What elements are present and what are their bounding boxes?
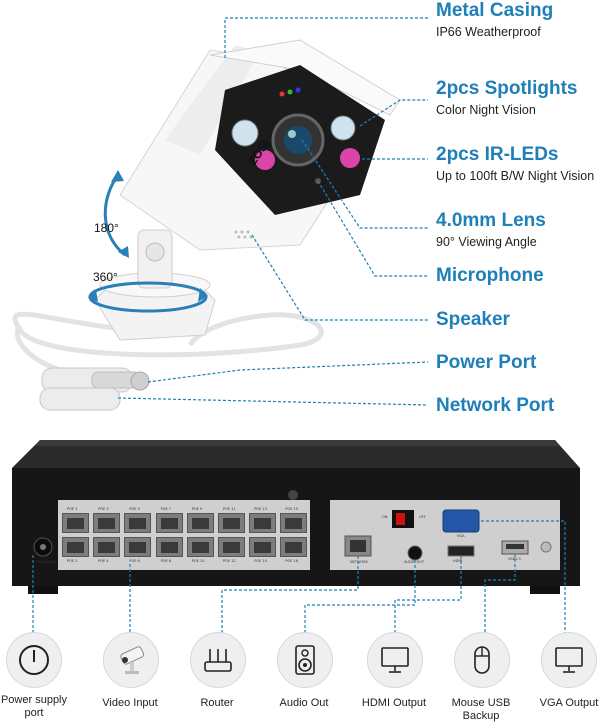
icon-circle-camera [103,632,159,688]
poe-port [93,537,121,557]
speaker-icon [295,645,315,675]
tilt-angle-label: 180° [94,221,119,235]
poe-port-label: POE 1 [67,507,78,511]
poe-port [218,537,245,557]
camera-illustration [12,17,429,411]
connection-label-audio: Audio Out [279,697,329,709]
power-icon [19,645,49,675]
router-icon [204,649,232,672]
poe-port-label: POE 7 [160,507,172,511]
poe-port [155,537,183,557]
poe-port-label: POE 16 [285,559,299,563]
poe-port [124,513,152,533]
poe-port-label: POE 13 [254,507,267,511]
poe-port-grid: POE 1 POE 3 POE 5 POE 7 POE 9 POE 11 POE 13 POE… [62,507,308,565]
feature-sub-lens: 90° Viewing Angle [436,235,537,249]
camera-body [119,39,401,251]
poe-port-label: POE 5 [129,507,140,511]
poe-port [186,537,214,557]
icon-circle-power [6,632,62,688]
connection-lines [32,520,566,635]
camera-mount [94,229,216,341]
icon-circle-mouse [454,632,510,688]
monitor-icon [381,647,409,673]
connection-label-video: Video Input [102,697,158,709]
poe-port [249,537,277,557]
poe-port [218,513,245,533]
connection-label-mouse: Mouse USB Backup [451,697,511,722]
pan-angle-label: 360° [93,270,118,284]
vga-port-label: VGA [457,534,465,538]
poe-port [155,513,183,533]
icon-circle-hdmi [367,632,423,688]
switch-off-label: OFF [419,515,426,519]
poe-port [93,513,121,533]
poe-port [124,537,152,557]
feature-sub-spotlights: Color Night Vision [436,103,536,117]
poe-port [280,537,308,557]
feature-title-speaker: Speaker [436,309,510,330]
feature-sub-metal-casing: IP66 Weatherproof [436,25,541,39]
poe-port [186,513,214,533]
poe-port-label: POE 8 [160,559,172,563]
audio-port-label: AUDIO OUT [404,560,425,564]
network-port-label: NETWORK [350,560,368,564]
connection-label-router: Router [200,697,234,709]
poe-port-label: POE 3 [98,507,109,511]
feature-title-microphone: Microphone [436,265,544,286]
connection-label-power: Power supply port [0,694,68,719]
hdmi-port-label: HDMI [453,559,463,563]
poe-port-label: POE 4 [98,559,109,563]
poe-port-label: POE 15 [285,507,299,511]
feature-sub-ir-leds: Up to 100ft B/W Night Vision [436,169,595,183]
poe-port-label: POE 9 [191,507,203,511]
icon-circle-audio [277,632,333,688]
icon-circle-router [190,632,246,688]
camera-icon [120,646,145,674]
feature-title-lens: 4.0mm Lens [436,210,546,231]
usb-port-label: USB2.0 [508,557,521,561]
feature-title-power-port: Power Port [436,352,537,373]
connection-label-hdmi: HDMI Output [361,697,427,709]
monitor-icon [555,647,583,673]
poe-port [62,537,89,557]
mouse-icon [474,646,490,674]
feature-title-ir-leds: 2pcs IR-LEDs [436,144,559,165]
connector-cable [39,367,150,411]
poe-port-label: POE 12 [223,559,236,563]
feature-title-network-port: Network Port [436,395,555,416]
feature-title-spotlights: 2pcs Spotlights [436,78,578,99]
power-rating-label: DC 48-52V [37,560,56,564]
poe-port [62,513,89,533]
poe-port [249,513,277,533]
poe-port-label: POE 10 [191,559,205,563]
poe-port-label: POE 14 [254,559,267,563]
connection-label-vga: VGA Output [539,697,599,709]
feature-title-metal-casing: Metal Casing [436,0,554,21]
poe-port-label: POE 2 [67,559,78,563]
icon-circle-vga [541,632,597,688]
poe-port [280,513,308,533]
switch-on-label: ON [382,515,388,519]
poe-port-label: POE 6 [129,559,140,563]
poe-port-label: POE 11 [223,507,236,511]
